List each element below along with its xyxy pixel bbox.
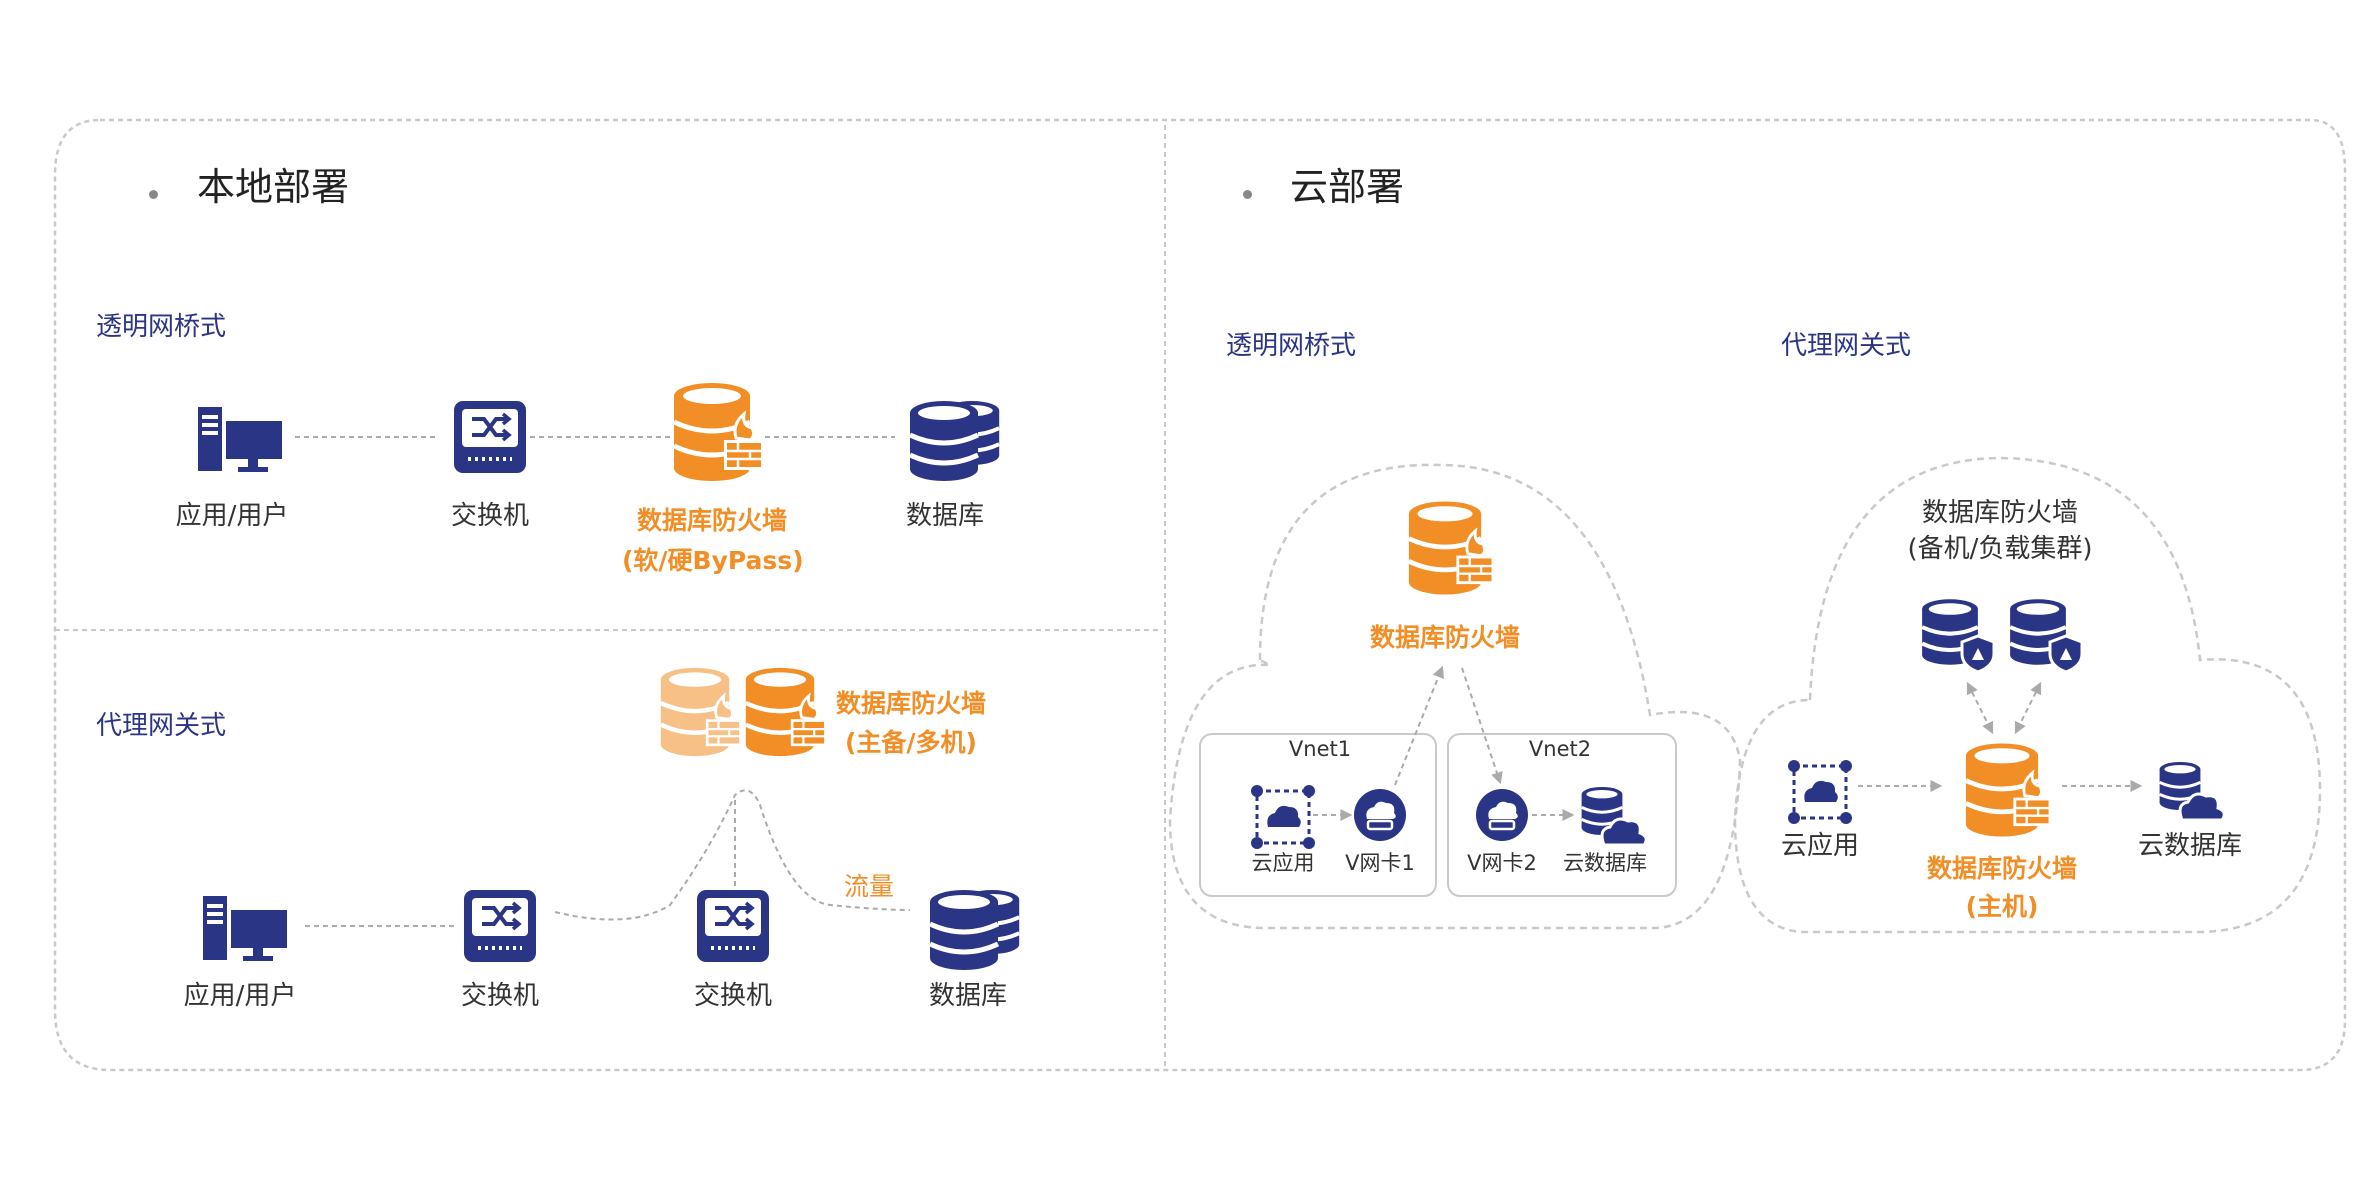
database-icon [910,401,999,481]
traffic-label: 流量 [844,872,895,901]
db-shield-icon [2010,599,2082,672]
app-label: 应用/用户 [175,501,289,531]
db-firewall-icon [1409,501,1495,594]
db-firewall-icon [1966,743,2051,836]
computer-icon [203,896,287,961]
firewall-label: 数据库防火墙 [1369,623,1520,652]
local-proxy-title: 代理网关式 [96,711,227,741]
cloud-database-icon [2160,762,2225,820]
switch-icon [452,399,528,475]
db-firewall-icon-backup [661,668,742,756]
heading-bullet [149,190,158,199]
cluster-mode-label: (备机/负载集群) [1907,534,2093,564]
cloud-transparent-title: 透明网桥式 [1226,331,1357,361]
local-transparent-title: 透明网桥式 [96,312,227,342]
cloud-transparent-arrows [1313,665,1575,821]
cloud-database-label: 云数据库 [1563,851,1647,875]
cloud-outline-transparent [1168,463,1742,930]
cluster-label: 数据库防火墙 [1921,498,2078,528]
outer-frame [53,118,2347,1072]
cloud-proxy-arrows [1966,681,2042,735]
heading-bullet [1243,190,1252,199]
cloud-database-icon [1582,787,1647,845]
database-icon [930,890,1019,970]
database-label: 数据库 [905,501,984,531]
switch-label: 交换机 [450,501,529,531]
cloud-app-label: 云应用 [1780,831,1859,861]
cloud-app-icon [1249,783,1317,851]
switch-icon [462,888,538,964]
vnet2-label: Vnet2 [1528,737,1592,761]
cloud-outline-proxy [1733,456,2322,934]
switch-label: 交换机 [693,981,772,1011]
cloud-app-label: 云应用 [1251,851,1315,875]
vnic-icon [1352,787,1408,843]
vnic2-label: V网卡2 [1467,851,1537,875]
firewall-mode-label: (软/硬ByPass) [622,546,804,575]
db-firewall-icon [674,383,764,481]
vnet2-box [1447,733,1677,897]
firewall-label: 数据库防火墙 [636,506,787,535]
switch-label: 交换机 [460,981,539,1011]
database-label: 数据库 [928,981,1007,1011]
cloud-proxy-title: 代理网关式 [1781,331,1912,361]
computer-icon [198,407,282,472]
local-heading: 本地部署 [197,165,350,209]
cloud-database-label: 云数据库 [2137,831,2242,861]
vnet1-label: Vnet1 [1288,737,1352,761]
firewall-label: 数据库防火墙 [1926,854,2077,883]
local-proxy-links [305,789,911,927]
db-shield-icon [1922,599,1994,672]
vnic-icon [1474,787,1530,843]
cloud-app-icon [1786,758,1854,826]
vnic1-label: V网卡1 [1345,851,1415,875]
firewall-mode-label: (主机) [1965,892,2039,921]
firewall-label: 数据库防火墙 [835,689,986,718]
firewall-mode-label: (主备/多机) [845,728,977,757]
switch-icon [695,888,771,964]
cloud-heading: 云部署 [1290,165,1405,209]
app-label: 应用/用户 [183,981,297,1011]
db-firewall-icon-primary [746,668,827,756]
vnet1-box [1199,733,1437,897]
